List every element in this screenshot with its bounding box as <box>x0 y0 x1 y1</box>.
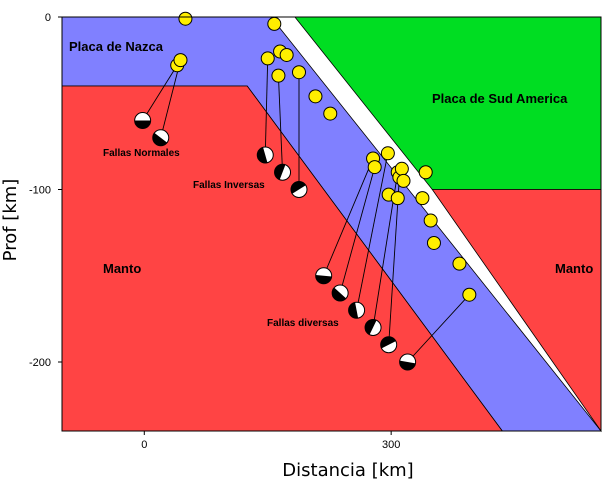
hypocenter-point <box>174 54 187 67</box>
y-tick-label: -200 <box>29 357 51 369</box>
hypocenter-point <box>463 288 476 301</box>
hypocenter-point <box>381 147 394 160</box>
label-manto-left: Manto <box>103 261 141 276</box>
hypocenter-point <box>272 69 285 82</box>
focal-mechanism-ball <box>135 113 151 129</box>
label-fallas-inversas: Fallas Inversas <box>193 180 265 191</box>
x-axis-title: Distancia [km] <box>282 460 413 481</box>
hypocenter-point <box>268 17 281 30</box>
y-tick-label: -100 <box>29 185 51 197</box>
hypocenter-point <box>391 192 404 205</box>
focal-mechanism-ball <box>381 337 397 353</box>
focal-mechanism-ball <box>291 181 307 197</box>
label-placa-sud-america: Placa de Sud America <box>432 91 568 106</box>
tectonic-regions <box>62 17 601 431</box>
label-fallas-diversas: Fallas diversas <box>267 318 339 329</box>
focal-mechanism-ball <box>257 147 273 163</box>
focal-mechanism-ball <box>275 164 291 180</box>
y-tick-label: 0 <box>45 12 51 24</box>
label-fallas-normales: Fallas Normales <box>103 148 180 159</box>
hypocenter-point <box>419 166 432 179</box>
hypocenter-point <box>309 90 322 103</box>
y-axis-title: Prof [km] <box>0 179 21 262</box>
x-tick-label: 0 <box>141 439 147 451</box>
focal-mechanism-ball <box>153 130 169 146</box>
hypocenter-point <box>424 214 437 227</box>
hypocenter-point <box>397 174 410 187</box>
hypocenter-point <box>416 192 429 205</box>
hypocenter-point <box>261 52 274 65</box>
hypocenter-point <box>292 66 305 79</box>
focal-mechanism-ball <box>332 285 348 301</box>
hypocenter-point <box>179 12 192 25</box>
x-tick-label: 300 <box>382 439 400 451</box>
focal-mechanism-ball <box>365 320 381 336</box>
hypocenter-point <box>427 236 440 249</box>
focal-mechanism-ball <box>400 354 416 370</box>
label-placa-nazca: Placa de Nazca <box>69 39 164 54</box>
hypocenter-point <box>453 257 466 270</box>
label-manto-right: Manto <box>555 261 593 276</box>
hypocenter-point <box>368 161 381 174</box>
focal-mechanism-ball <box>316 268 332 284</box>
hypocenter-point <box>280 48 293 61</box>
hypocenter-point <box>395 162 408 175</box>
hypocenter-point <box>324 107 337 120</box>
focal-mechanism-ball <box>349 302 365 318</box>
